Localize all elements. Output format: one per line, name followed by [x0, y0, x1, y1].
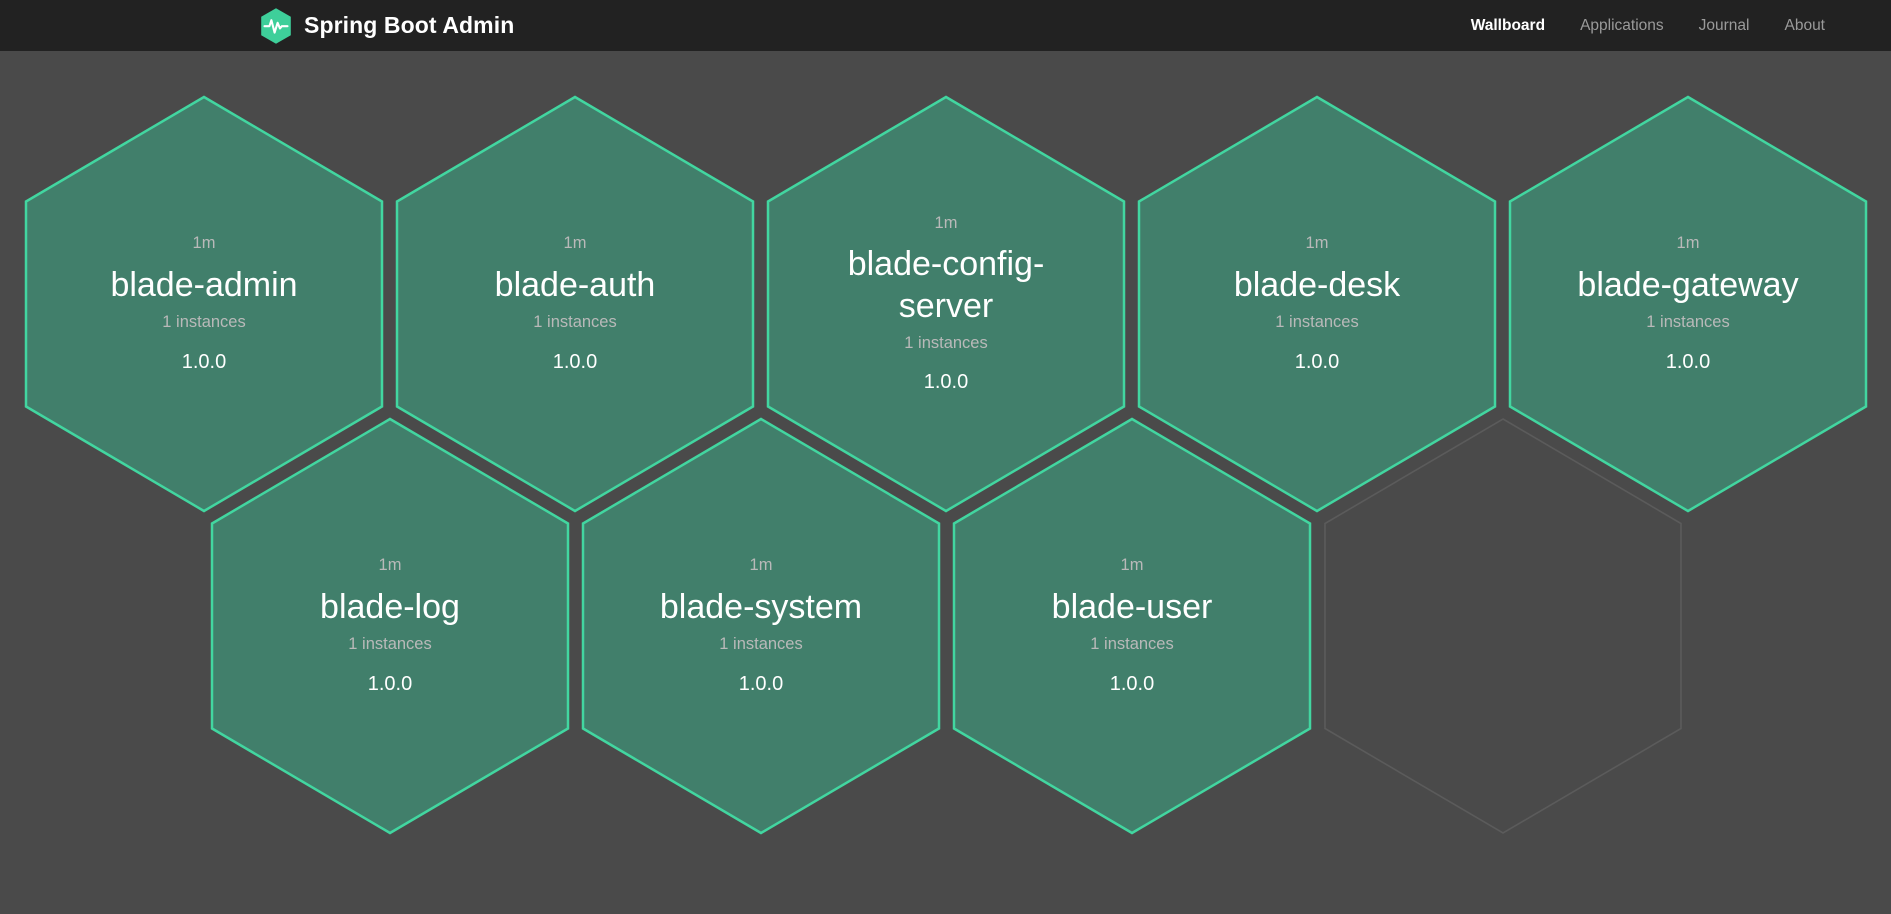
application-hexagon-blade-user[interactable]: 1m blade-user 1 instances 1.0.0	[951, 417, 1313, 835]
hexagon-shape	[1137, 95, 1497, 513]
brand[interactable]: Spring Boot Admin	[259, 7, 514, 45]
nav-link-wallboard[interactable]: Wallboard	[1470, 16, 1546, 34]
main-nav: Wallboard Applications Journal About	[1471, 0, 1825, 51]
hexagon-shape	[766, 95, 1126, 513]
heartbeat-hexagon-icon	[261, 7, 291, 44]
hexagon-shape	[1324, 418, 1682, 834]
empty-hexagon-slot	[1322, 417, 1684, 835]
wallboard-grid: 1m blade-admin 1 instances 1.0.0 1m blad…	[0, 51, 1891, 914]
nav-link-about[interactable]: About	[1784, 16, 1825, 34]
hexagon-shape	[210, 417, 570, 835]
top-navbar: Spring Boot Admin Wallboard Applications…	[0, 0, 1891, 51]
hexagon-shape	[581, 417, 941, 835]
hexagon-shape	[395, 95, 755, 513]
nav-link-journal[interactable]: Journal	[1698, 16, 1750, 34]
application-hexagon-blade-log[interactable]: 1m blade-log 1 instances 1.0.0	[209, 417, 571, 835]
hexagon-shape	[1508, 95, 1868, 513]
nav-link-applications[interactable]: Applications	[1580, 16, 1664, 34]
hexagon-shape	[952, 417, 1312, 835]
hexagon-shape	[24, 95, 384, 513]
application-hexagon-blade-system[interactable]: 1m blade-system 1 instances 1.0.0	[580, 417, 942, 835]
brand-title: Spring Boot Admin	[304, 12, 515, 38]
